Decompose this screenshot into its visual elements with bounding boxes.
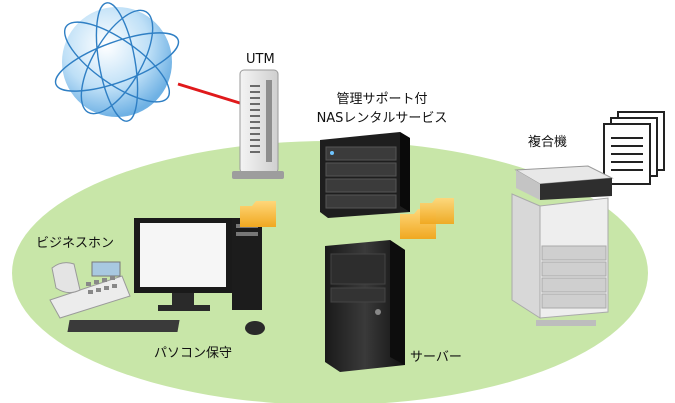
nas-storage-icon (320, 132, 410, 218)
mfp-label: 複合機 (528, 134, 567, 150)
nas-label-line2: NASレンタルサービス (317, 111, 448, 126)
multifunction-printer-icon (511, 165, 614, 326)
folder-icon (400, 198, 454, 239)
utm-label: UTM (246, 52, 275, 67)
nas-label-line1: 管理サポート付 (336, 92, 427, 107)
internet-link (177, 82, 244, 106)
folder-icon (240, 201, 276, 227)
server-label: サーバー (410, 350, 462, 365)
server-tower-icon (325, 240, 405, 372)
utm-device-icon (232, 69, 284, 179)
globe-icon (54, 2, 180, 122)
business-phone-icon (49, 261, 131, 319)
document-stack-icon (603, 111, 665, 185)
desktop-pc-icon (67, 218, 265, 335)
pc-label: パソコン保守 (154, 346, 232, 361)
phone-label: ビジネスホン (36, 236, 114, 251)
